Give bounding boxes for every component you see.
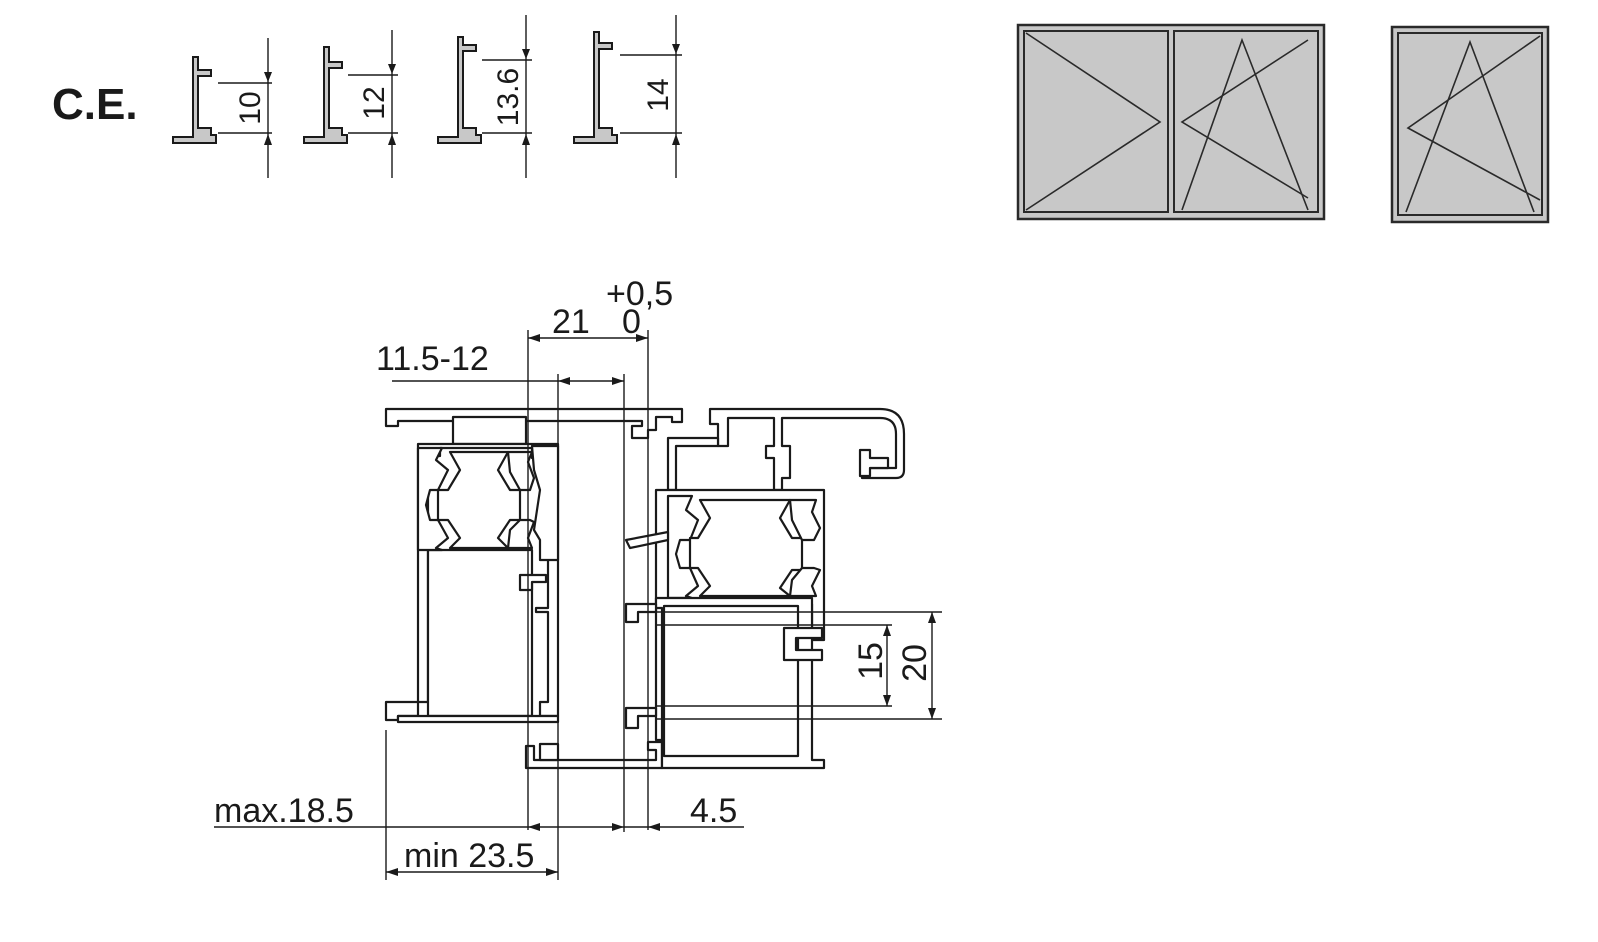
dim-tolerance-lower: 0 xyxy=(622,303,641,341)
ce-profile-2: 12 xyxy=(303,30,398,178)
page-title: C.E. xyxy=(52,80,138,129)
window-symbol-double xyxy=(1016,23,1326,221)
dim-max-18-5: max.18.5 xyxy=(214,792,354,830)
dim-min-23-5: min 23.5 xyxy=(404,837,534,875)
window-symbol-single xyxy=(1390,25,1550,224)
window-section xyxy=(384,407,906,770)
dim-20: 20 xyxy=(896,644,934,682)
dim-21: 21 xyxy=(552,303,590,341)
dim-tolerance-upper: +0,5 xyxy=(606,275,673,313)
ce-profile-4: 14 xyxy=(573,15,682,178)
ce-profile-3-label: 13.6 xyxy=(492,68,525,126)
ce-profile-2-label: 12 xyxy=(358,86,391,119)
dim-15: 15 xyxy=(852,642,890,680)
ce-profile-1-label: 10 xyxy=(234,91,267,124)
ce-profile-1: 10 xyxy=(172,38,272,178)
dim-11-5-12: 11.5-12 xyxy=(376,340,489,378)
ce-profile-3: 13.6 xyxy=(437,15,532,178)
section-dimensions: 21 +0,5 0 11.5-12 15 20 max.18.5 4.5 xyxy=(214,275,942,880)
dim-4-5: 4.5 xyxy=(690,792,737,830)
ce-profile-4-label: 14 xyxy=(642,78,675,111)
